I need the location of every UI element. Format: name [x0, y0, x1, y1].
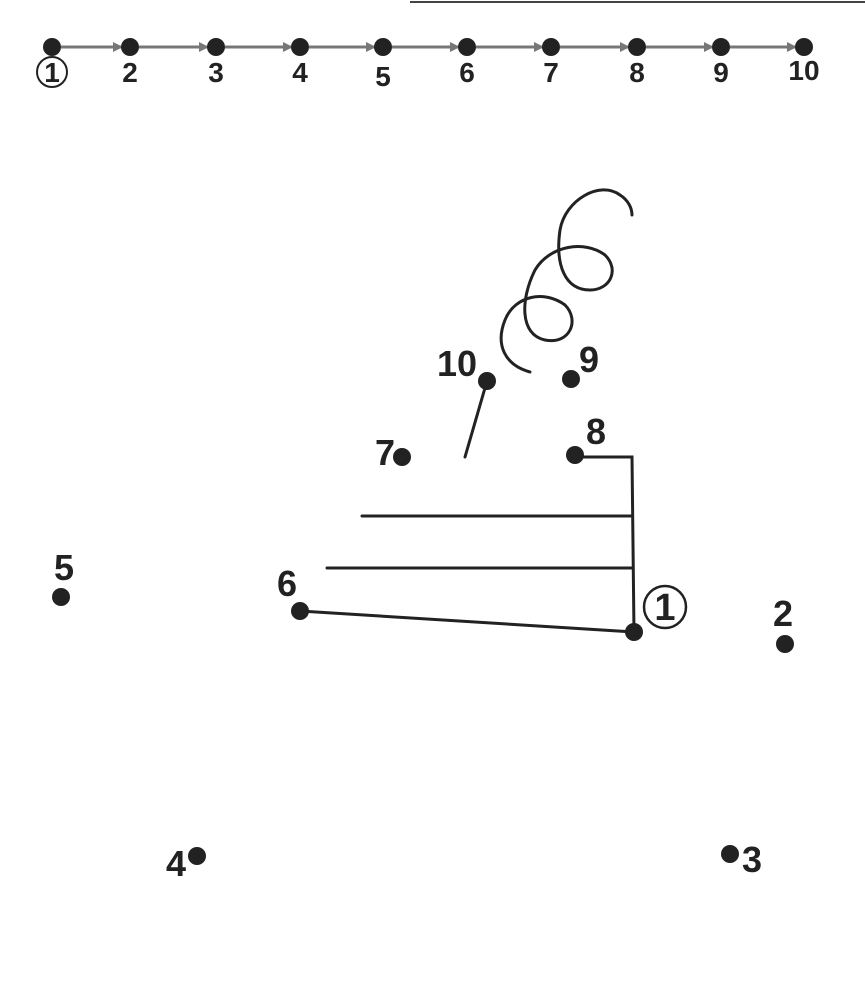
- guide-number-label: 9: [713, 57, 729, 88]
- cake-bottom-and-side-line: [298, 455, 636, 634]
- guide-dot: [458, 38, 476, 56]
- puzzle-number-label: 5: [54, 547, 74, 588]
- puzzle-number-label: 4: [166, 843, 186, 884]
- candle-smoke-swirl: [499, 188, 634, 374]
- guide-dot: [121, 38, 139, 56]
- puzzle-number-label: 7: [375, 432, 395, 473]
- guide-dot: [207, 38, 225, 56]
- puzzle-number-label: 10: [437, 343, 477, 384]
- guide-number-label: 2: [122, 57, 138, 88]
- puzzle-dot: [478, 372, 496, 390]
- guide-dot: [291, 38, 309, 56]
- puzzle-dots: 1 2 3 4 5 6 7 8 9 10: [52, 339, 794, 884]
- guide-number-label: 7: [543, 57, 559, 88]
- puzzle-dot: [776, 635, 794, 653]
- puzzle-number-label: 9: [579, 339, 599, 380]
- guide-number-label: 10: [788, 55, 819, 86]
- guide-number-label: 4: [292, 57, 308, 88]
- number-sequence-guide: 1 2 3 4 5 6 7 8 9 10: [36, 38, 820, 92]
- predrawn-picture-lines: [298, 188, 636, 634]
- guide-number-label: 1: [44, 57, 60, 88]
- start-circle-outline: [642, 584, 688, 630]
- puzzle-dot: [721, 845, 739, 863]
- puzzle-dot: [562, 370, 580, 388]
- candle-line: [463, 379, 489, 459]
- guide-dot: [795, 38, 813, 56]
- puzzle-number-label: 1: [654, 587, 675, 629]
- puzzle-number-label: 2: [773, 593, 793, 634]
- guide-number-label: 8: [629, 57, 645, 88]
- guide-dot: [542, 38, 560, 56]
- puzzle-dot: [566, 446, 584, 464]
- start-circle-outline: [36, 56, 68, 88]
- puzzle-dot: [291, 602, 309, 620]
- guide-dot: [374, 38, 392, 56]
- guide-number-label: 3: [208, 57, 224, 88]
- puzzle-dot: [188, 847, 206, 865]
- puzzle-dot: [625, 623, 643, 641]
- guide-number-label: 5: [375, 61, 391, 92]
- puzzle-dot: [393, 448, 411, 466]
- guide-dot: [43, 38, 61, 56]
- guide-dot: [628, 38, 646, 56]
- guide-number-label: 6: [459, 57, 475, 88]
- puzzle-number-label: 8: [586, 411, 606, 452]
- puzzle-dot: [52, 588, 70, 606]
- guide-dot: [712, 38, 730, 56]
- puzzle-number-label: 3: [742, 839, 762, 880]
- puzzle-number-label: 6: [277, 563, 297, 604]
